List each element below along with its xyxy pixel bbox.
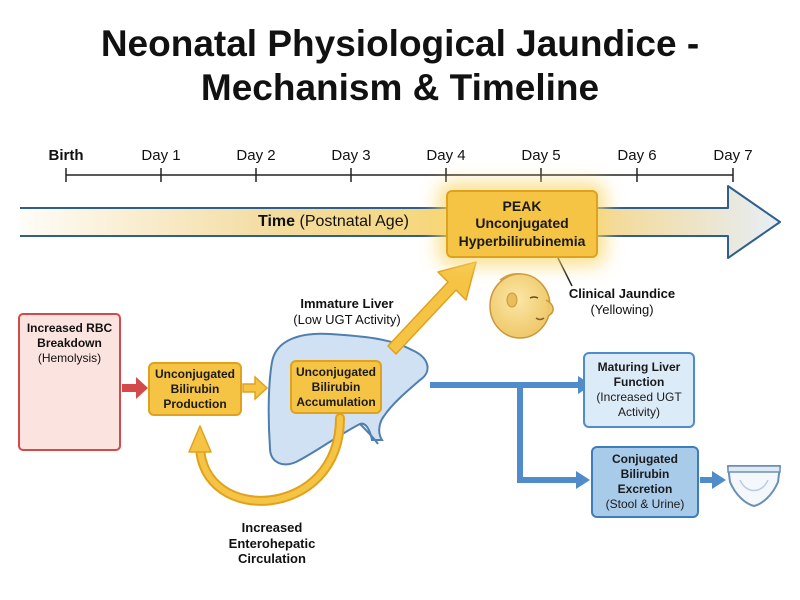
enterohepatic-line-3: Circulation bbox=[238, 551, 306, 567]
immature-liver-title: Immature Liver bbox=[300, 296, 394, 311]
pointer-line-clinical-jaundice bbox=[555, 253, 573, 287]
excretion-box-line-3: Excretion bbox=[617, 482, 673, 496]
timeline-label-day-4: Day 4 bbox=[426, 147, 466, 164]
maturing-liver-box: Maturing Liver Function (Increased UGT A… bbox=[583, 352, 695, 428]
timeline-label-birth: Birth bbox=[48, 147, 84, 164]
title-line-2: Mechanism & Timeline bbox=[200, 67, 600, 108]
bilirubin-production-box: Unconjugated Bilirubin Production bbox=[148, 362, 242, 416]
excretion-box-line-4: (Stool & Urine) bbox=[605, 497, 685, 511]
peak-box-line-1: PEAK bbox=[502, 197, 542, 214]
clinical-jaundice-subtitle: (Yellowing) bbox=[590, 301, 654, 317]
page-title: Neonatal Physiological Jaundice - Mechan… bbox=[0, 22, 800, 110]
rbc-box-line-2: Breakdown bbox=[37, 336, 102, 350]
accumulation-box-line-3: Accumulation bbox=[296, 394, 376, 409]
accumulation-box-line-1: Unconjugated bbox=[296, 364, 376, 379]
arrow-production-to-accumulation bbox=[242, 375, 269, 401]
immature-liver-label: Immature Liver (Low UGT Activity) bbox=[282, 296, 412, 327]
timeline-label-day-2: Day 2 bbox=[236, 147, 276, 164]
diaper-icon bbox=[727, 465, 781, 507]
timeline-label-day-3: Day 3 bbox=[331, 147, 371, 164]
timeline-label-day-7: Day 7 bbox=[713, 147, 753, 164]
clinical-jaundice-label: Clinical Jaundice (Yellowing) bbox=[556, 286, 688, 317]
production-box-line-1: Unconjugated bbox=[155, 366, 235, 381]
clinical-jaundice-title: Clinical Jaundice bbox=[568, 286, 676, 301]
time-arrow bbox=[0, 185, 781, 259]
title-line-1: Neonatal Physiological Jaundice - bbox=[100, 23, 700, 64]
arrow-rbc-to-production bbox=[122, 377, 148, 399]
immature-liver-subtitle: (Low UGT Activity) bbox=[293, 311, 401, 327]
excretion-box-line-1: Conjugated bbox=[611, 452, 678, 466]
arrow-accumulation-to-peak bbox=[387, 261, 477, 355]
peak-box-line-3: Hyperbilirubinemia bbox=[458, 232, 586, 249]
peak-box: PEAK Unconjugated Hyperbilirubinemia bbox=[446, 190, 598, 258]
enterohepatic-label: Increased Enterohepatic Circulation bbox=[218, 520, 326, 567]
bilirubin-accumulation-box: Unconjugated Bilirubin Accumulation bbox=[290, 360, 382, 414]
time-arrow-label-rest: (Postnatal Age) bbox=[299, 213, 409, 230]
enterohepatic-line-1: Increased bbox=[241, 520, 303, 535]
enterohepatic-line-2: Enterohepatic bbox=[228, 535, 316, 551]
maturing-box-line-4: Activity) bbox=[617, 405, 660, 419]
time-arrow-label: Time (Postnatal Age) bbox=[258, 213, 409, 231]
production-box-line-2: Bilirubin bbox=[170, 381, 220, 396]
maturing-box-line-3: (Increased UGT bbox=[596, 390, 682, 404]
conjugated-excretion-box: Conjugated Bilirubin Excretion (Stool & … bbox=[591, 446, 699, 518]
timeline-label-day-1: Day 1 bbox=[141, 147, 181, 164]
timeline-label-day-5: Day 5 bbox=[521, 147, 561, 164]
baby-face-icon bbox=[489, 273, 554, 339]
timeline-axis bbox=[65, 168, 734, 182]
production-box-line-3: Production bbox=[163, 396, 227, 411]
rbc-breakdown-box: Increased RBC Breakdown (Hemolysis) bbox=[18, 313, 121, 451]
peak-box-line-2: Unconjugated bbox=[475, 215, 569, 232]
excretion-box-line-2: Bilirubin bbox=[620, 467, 670, 481]
timeline-label-day-6: Day 6 bbox=[617, 147, 657, 164]
time-arrow-label-bold: Time bbox=[258, 213, 296, 230]
maturing-box-line-1: Maturing Liver bbox=[597, 360, 681, 374]
maturing-box-line-2: Function bbox=[613, 375, 665, 389]
accumulation-box-line-2: Bilirubin bbox=[311, 379, 361, 394]
rbc-box-line-1: Increased RBC bbox=[26, 321, 113, 335]
rbc-box-line-3: (Hemolysis) bbox=[37, 351, 102, 365]
enterohepatic-arrow bbox=[188, 413, 345, 506]
